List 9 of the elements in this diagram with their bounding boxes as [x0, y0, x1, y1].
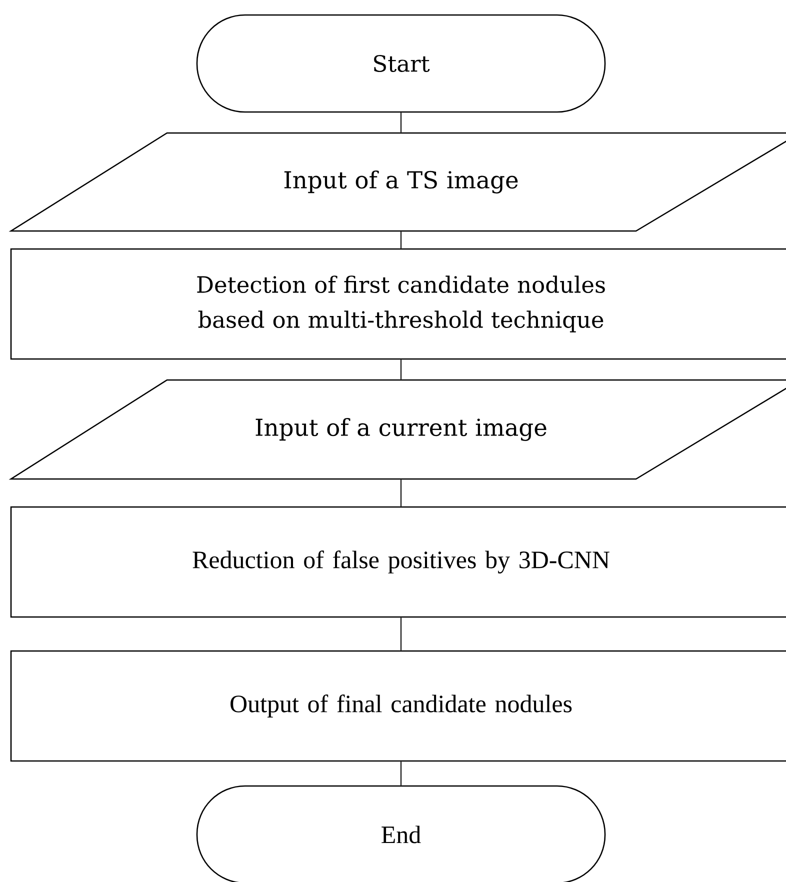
- connector-line: [400, 479, 402, 507]
- connector-line: [400, 231, 402, 249]
- connector-line: [400, 112, 402, 133]
- process-box: Reduction of false positives by 3D-CNN: [10, 506, 786, 618]
- connector-line: [400, 359, 402, 380]
- connector-line: [400, 761, 402, 786]
- connector-line: [400, 617, 402, 651]
- process-box: Detection of first candidate nodules based on multi-threshold technique: [10, 248, 786, 360]
- process-box: Output of final candidate nodules: [10, 650, 786, 762]
